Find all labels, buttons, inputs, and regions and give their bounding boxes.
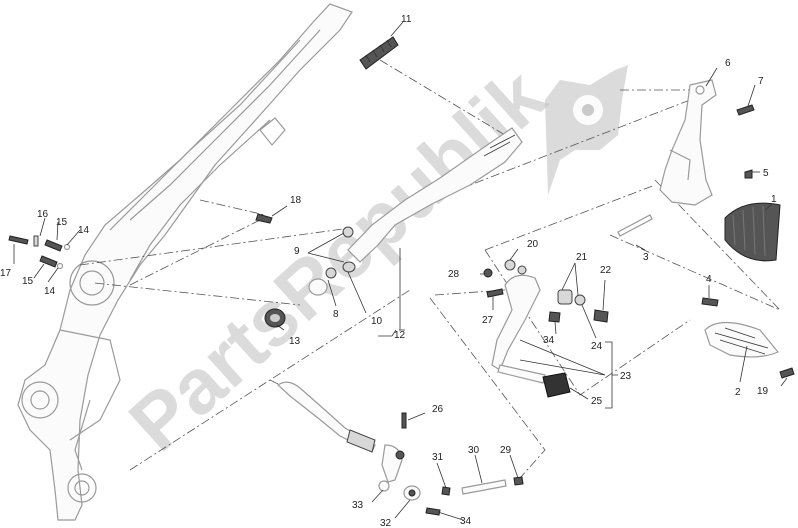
part-screw-7	[736, 104, 755, 116]
callout-4: 4	[706, 274, 712, 285]
frame-outline	[17, 3, 353, 521]
callout-28: 28	[448, 269, 460, 280]
callout-13: 13	[289, 336, 301, 347]
callout-14b: 14	[44, 286, 56, 297]
part-bush-21	[557, 289, 573, 305]
callout-29: 29	[500, 445, 512, 456]
part-shift-linkage-23	[491, 274, 546, 384]
callout-32: 32	[380, 518, 392, 528]
callout-20: 20	[527, 239, 539, 250]
part-washer-31	[441, 486, 451, 496]
part-pin-14b	[56, 262, 64, 270]
part-washer-16	[33, 235, 39, 247]
callout-16: 16	[37, 209, 49, 220]
part-nut-28	[483, 268, 493, 278]
callout-34b: 34	[460, 516, 472, 527]
part-pedal-rubber-25	[542, 372, 571, 398]
part-footpeg-bracket-6	[659, 79, 717, 206]
part-washer-20b	[517, 265, 527, 275]
part-ball-joint-32	[403, 485, 421, 501]
callout-33: 33	[352, 500, 364, 511]
part-washer-20	[504, 259, 516, 271]
part-footpeg-rubber-1	[724, 202, 781, 262]
part-shift-lever-12	[347, 127, 523, 263]
callout-2: 2	[735, 387, 741, 398]
callout-15b: 15	[22, 276, 34, 287]
callout-22: 22	[600, 265, 612, 276]
gear-flag-icon	[545, 65, 628, 195]
callout-31: 31	[432, 452, 444, 463]
callout-labels: 1 2 3 4 5 6 7 8 9 10 11 12 13 14 14 15 1…	[0, 14, 777, 528]
part-nut-34a	[548, 311, 561, 323]
part-spring-15a	[44, 239, 63, 252]
part-footpeg-2	[704, 321, 779, 358]
callout-23: 23	[620, 371, 632, 382]
callout-11: 11	[401, 14, 412, 25]
part-spacer-8	[308, 278, 328, 296]
callout-25: 25	[591, 396, 603, 407]
part-washer-9	[342, 226, 354, 238]
callout-5: 5	[763, 168, 769, 179]
part-nut-29	[513, 476, 524, 486]
part-washer-8a	[325, 267, 337, 279]
part-rod-assembly	[277, 381, 405, 492]
callout-1: 1	[771, 194, 777, 205]
leader-lines	[13, 21, 788, 521]
part-pin-3	[617, 214, 653, 237]
callout-3: 3	[643, 252, 649, 263]
callout-9: 9	[294, 246, 300, 257]
callout-19: 19	[757, 386, 769, 397]
part-bush-13	[264, 308, 286, 328]
callout-12: 12	[394, 330, 406, 341]
part-spring-4	[701, 297, 719, 307]
part-screw-19	[779, 367, 795, 379]
part-washer-24	[574, 294, 586, 306]
part-screw-27	[486, 288, 504, 298]
part-screw-26	[401, 412, 407, 429]
parts	[8, 36, 795, 516]
callout-15a: 15	[56, 217, 68, 228]
callout-26: 26	[432, 404, 444, 415]
part-spring-15b	[39, 255, 58, 268]
part-screw-18	[255, 213, 273, 224]
watermark: PartsRepublik	[112, 51, 628, 468]
part-screw-22	[593, 309, 609, 323]
part-rubber-insert-11	[359, 36, 399, 70]
part-screw-34b	[425, 507, 441, 516]
part-pin-14a	[63, 243, 71, 251]
callout-17: 17	[0, 268, 12, 279]
callout-34a: 34	[543, 335, 555, 346]
callout-14a: 14	[78, 225, 90, 236]
watermark-text: PartsRepublik	[112, 51, 561, 468]
callout-18: 18	[290, 195, 302, 206]
callout-6: 6	[725, 58, 731, 69]
part-rod-30	[461, 479, 507, 495]
callout-24: 24	[591, 341, 603, 352]
callout-7: 7	[758, 76, 764, 87]
callout-21: 21	[576, 252, 588, 263]
part-bush-10	[342, 261, 356, 273]
part-clip-5	[744, 169, 753, 179]
callout-8: 8	[333, 309, 339, 320]
callout-30: 30	[468, 445, 480, 456]
callout-10: 10	[371, 316, 383, 327]
callout-27: 27	[482, 315, 494, 326]
part-screw-17	[8, 235, 29, 245]
